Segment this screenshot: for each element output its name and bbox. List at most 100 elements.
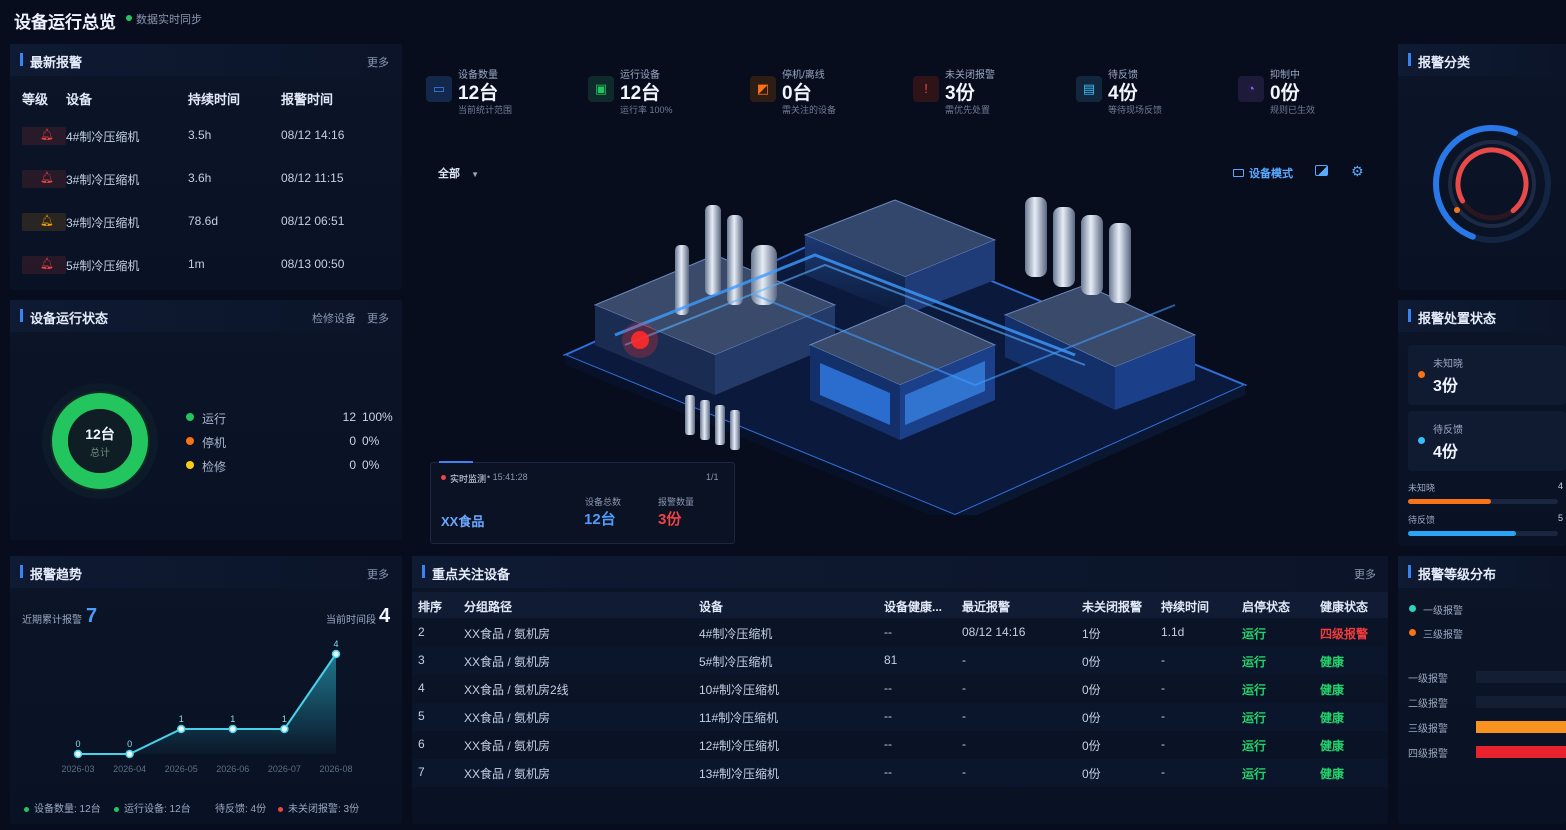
live-label: 实时监测 [450,474,487,484]
kpi-value: 12台 [458,83,499,104]
trend-footer-item: 设备数量: 12台 [24,800,101,815]
alarm-duration: 78.6d [188,214,219,228]
alarm-time: 08/12 14:16 [281,128,345,142]
trend-point[interactable] [228,724,238,734]
focus-col-header[interactable]: 分组路径 [464,600,513,614]
legend-dot [186,413,194,421]
trend-point[interactable] [331,649,341,659]
repair-devices-link[interactable]: 检修设备 [312,313,356,325]
alarm-time: 08/12 06:51 [281,214,345,228]
bell-icon: 🔔︎ [40,172,54,184]
alarm-time: 08/13 00:50 [281,257,345,271]
kpi-label: 未关闭报警 [945,70,995,81]
monitor-icon: ▭ [426,76,452,102]
trend-point[interactable] [176,724,186,734]
focus-cell-run: 运行 [1242,767,1267,781]
donut-center-value: 12台 [85,426,115,442]
focus-cell-device: 13#制冷压缩机 [699,767,780,781]
focus-cell-run: 运行 [1242,627,1267,641]
trend-point-label: 1 [282,714,287,724]
trend-period-value: 4 [379,605,391,627]
legend-percent: 0% [362,458,380,472]
focus-col-header[interactable]: 启停状态 [1242,600,1291,614]
focus-col-header[interactable]: 设备健康... [884,600,943,614]
level-bar-track [1476,696,1566,708]
monitor-icon [1233,169,1244,177]
alarm-time: 08/12 11:15 [281,171,344,185]
focus-cell-health: 健康 [1320,767,1345,781]
focus-cell-health-score: 81 [884,653,898,667]
run-status-more-link[interactable]: 更多 [367,313,389,325]
focus-cell-run: 运行 [1242,655,1267,669]
focus-cell-last-alarm: - [962,765,966,779]
alarm-row[interactable]: 🔔︎4#制冷压缩机 3.5h 08/12 14:16 [10,115,395,155]
focus-col-header[interactable]: 未关闭报警 [1082,600,1143,614]
alarm-device: 5#制冷压缩机 [66,259,140,273]
alarm-level-badge: 🔔︎ [22,127,66,145]
focus-cell-health-score: -- [884,681,892,695]
alarm-duration: 1m [188,257,205,271]
gear-icon[interactable]: ⚙ [1351,163,1364,179]
focus-col-header[interactable]: 健康状态 [1320,600,1369,614]
focus-col-header[interactable]: 持续时间 [1161,600,1210,614]
alert-icon: ! [913,76,939,102]
alarm-device: 3#制冷压缩机 [66,173,140,187]
handling-bar-fill [1408,499,1491,504]
handling-bar-value: 4 [1558,481,1564,491]
handling-bar-label: 待反馈 [1408,515,1436,525]
latest-alarms-more-link[interactable]: 更多 [367,57,389,69]
focus-cell-last-alarm: - [962,737,966,751]
alarm-trend-more-link[interactable]: 更多 [367,569,389,581]
focus-cell-health: 健康 [1320,655,1345,669]
device-mode-button[interactable]: 设备模式 [1233,165,1293,181]
trend-footer-text: 运行设备: 12台 [124,804,191,815]
focus-cell-run: 运行 [1242,683,1267,697]
focus-col-header[interactable]: 设备 [699,600,724,614]
alarm-duration: 3.5h [188,128,212,142]
trend-point[interactable] [73,749,83,759]
alarm-category-panel: 报警分类 [1398,44,1566,290]
handling-bar-value: 5 [1558,513,1564,523]
trend-area [78,654,336,754]
image-icon[interactable] [1315,165,1328,176]
device-total-value: 12台 [584,511,616,528]
trend-point[interactable] [125,749,134,759]
alarm-category-title: 报警分类 [1408,52,1470,71]
focus-col-header[interactable]: 最近报警 [962,600,1011,614]
alarm-device: 4#制冷压缩机 [66,130,140,144]
focus-cell-rank: 5 [418,709,425,723]
focus-cell-path: XX食品 / 氨机房 [464,739,551,753]
legend-count: 0 [349,458,356,472]
kpi-subtext: 需关注的设备 [782,105,837,115]
focus-col-header[interactable]: 排序 [418,600,443,614]
legend-dot [186,437,194,445]
scene-filter-dropdown[interactable]: 全部 ▼ [438,165,479,181]
trend-point[interactable] [280,724,289,734]
legend-label: 运行 [202,412,227,426]
site-info-card[interactable]: 实时监测 • 15:41:28 1/1 XX食品 设备总数 12台 报警数量 3… [430,461,735,544]
focus-cell-device: 12#制冷压缩机 [699,739,780,753]
focus-cell-health: 健康 [1320,683,1345,697]
kpi-subtext: 规则已生效 [1270,105,1316,115]
focus-cell-duration: - [1161,653,1165,667]
level-bar-label: 一级报警 [1408,674,1448,685]
focus-cell-path: XX食品 / 氨机房 [464,627,551,641]
focus-devices-more-link[interactable]: 更多 [1354,569,1376,581]
